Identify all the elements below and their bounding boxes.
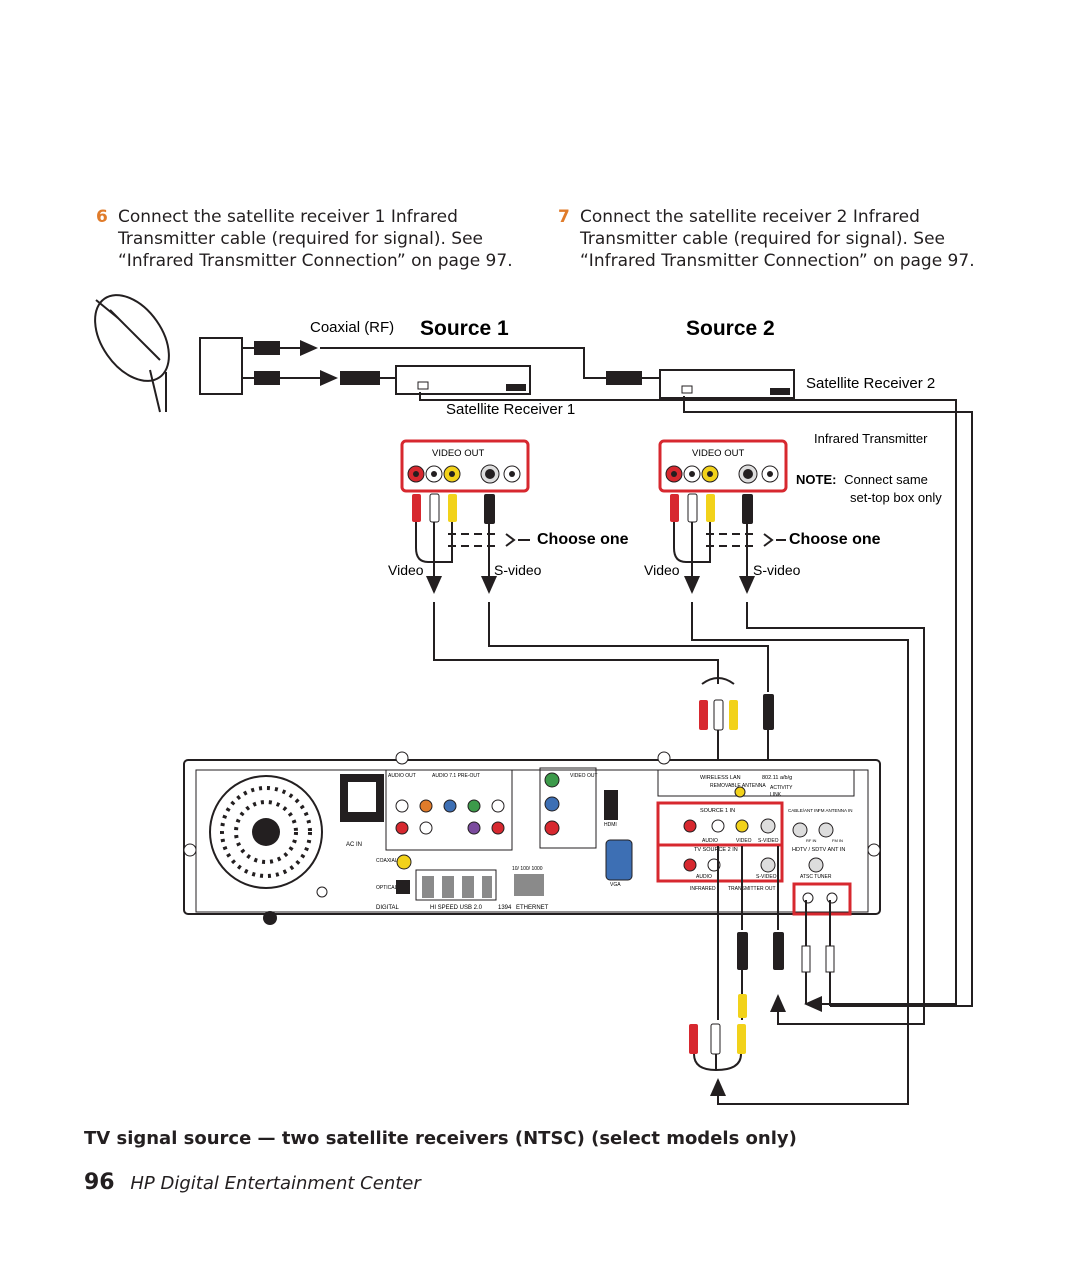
video-out-panel-1: VIDEO OUT	[400, 439, 530, 493]
svg-text:10/ 100/ 1000: 10/ 100/ 1000	[512, 866, 543, 872]
svg-text:AUDIO 7.1 PRE-OUT: AUDIO 7.1 PRE-OUT	[432, 773, 480, 779]
splitter-box	[199, 337, 243, 395]
book-title: HP Digital Entertainment Center	[130, 1173, 421, 1194]
svg-text:VIDEO: VIDEO	[736, 838, 752, 844]
svg-text:COAXIAL: COAXIAL	[376, 858, 398, 864]
video-out-panel-2: VIDEO OUT	[658, 439, 788, 493]
svg-text:LINK: LINK	[770, 792, 782, 798]
svg-text:WIRELESS LAN: WIRELESS LAN	[700, 775, 741, 781]
svg-text:AC IN: AC IN	[346, 842, 362, 848]
svg-text:ATSC TUNER: ATSC TUNER	[800, 874, 832, 880]
pc-back-panel: AC IN AUDIO OUT AUDIO 7.1 PRE-OUT COAXIA…	[183, 751, 881, 925]
svg-text:AUDIO: AUDIO	[702, 838, 718, 844]
satellite-dish-icon	[94, 294, 170, 413]
svg-text:VIDEO OUT: VIDEO OUT	[692, 448, 744, 459]
figure-caption: TV signal source — two satellite receive…	[84, 1128, 797, 1149]
page-footer: 96 HP Digital Entertainment Center	[84, 1170, 421, 1195]
svg-text:INFRARED: INFRARED	[690, 886, 716, 892]
video-label-2: Video	[644, 562, 680, 578]
rca-plugs	[412, 493, 753, 524]
svg-text:FM ANTENNA IN: FM ANTENNA IN	[818, 808, 853, 813]
infrared-label: Infrared Transmitter	[814, 431, 928, 446]
svg-text:AUDIO OUT: AUDIO OUT	[388, 773, 416, 779]
svg-text:AUDIO: AUDIO	[696, 874, 712, 880]
choose-one-2: Choose one	[789, 531, 881, 548]
note-line1: Connect same	[844, 472, 928, 487]
svg-text:1394: 1394	[498, 905, 512, 911]
satellite-receiver-1	[395, 365, 531, 395]
svg-text:HDMI: HDMI	[604, 822, 617, 828]
source2-label: Source 2	[686, 317, 775, 340]
svg-text:VIDEO OUT: VIDEO OUT	[432, 448, 484, 459]
svg-text:ETHERNET: ETHERNET	[516, 905, 549, 911]
svideo-label-1: S-video	[494, 562, 542, 578]
note-bold: NOTE:	[796, 472, 836, 487]
source1-label: Source 1	[420, 317, 509, 340]
note-text: NOTE: Connect same	[796, 472, 928, 487]
svg-text:HI SPEED USB 2.0: HI SPEED USB 2.0	[430, 905, 483, 911]
page-number: 96	[84, 1170, 115, 1195]
svg-text:VIDEO OUT: VIDEO OUT	[570, 773, 598, 779]
step-text: Connect the satellite receiver 2 Infrare…	[580, 207, 975, 271]
svg-text:CABLE/ANT IN: CABLE/ANT IN	[788, 808, 819, 813]
svg-text:REMOVABLE ANTENNA: REMOVABLE ANTENNA	[710, 783, 766, 789]
receiver1-label: Satellite Receiver 1	[446, 401, 575, 418]
note-line2: set-top box only	[850, 490, 942, 505]
svg-text:S-VIDEO: S-VIDEO	[758, 838, 779, 844]
coaxial-label: Coaxial (RF)	[310, 319, 394, 336]
choose-one-1: Choose one	[537, 531, 629, 548]
svg-text:HDTV / SDTV ANT IN: HDTV / SDTV ANT IN	[792, 847, 845, 853]
svg-text:RF IN: RF IN	[806, 838, 817, 843]
step-number: 6	[96, 207, 108, 227]
svg-text:SOURCE 1 IN: SOURCE 1 IN	[700, 808, 735, 814]
svg-text:S-VIDEO: S-VIDEO	[756, 874, 777, 880]
svg-text:TV SOURCE 2 IN: TV SOURCE 2 IN	[694, 847, 738, 853]
svg-text:802.11 a/b/g: 802.11 a/b/g	[762, 775, 792, 781]
svg-text:OPTICAL: OPTICAL	[376, 885, 398, 891]
step-number: 7	[558, 207, 570, 227]
svg-text:TRANSMITTER OUT: TRANSMITTER OUT	[728, 886, 776, 892]
step-text: Connect the satellite receiver 1 Infrare…	[118, 207, 513, 271]
svg-text:FM IN: FM IN	[832, 838, 843, 843]
svg-text:ACTIVITY: ACTIVITY	[770, 785, 793, 791]
svg-text:VGA: VGA	[610, 882, 621, 888]
receiver2-label: Satellite Receiver 2	[806, 375, 935, 392]
rca-plugs-bottom	[689, 1023, 746, 1072]
satellite-receiver-2	[659, 369, 795, 399]
svideo-plug	[737, 932, 835, 1018]
coax-connector	[254, 341, 642, 385]
svg-text:DIGITAL: DIGITAL	[376, 905, 400, 911]
video-label-1: Video	[388, 562, 424, 578]
svideo-label-2: S-video	[753, 562, 801, 578]
